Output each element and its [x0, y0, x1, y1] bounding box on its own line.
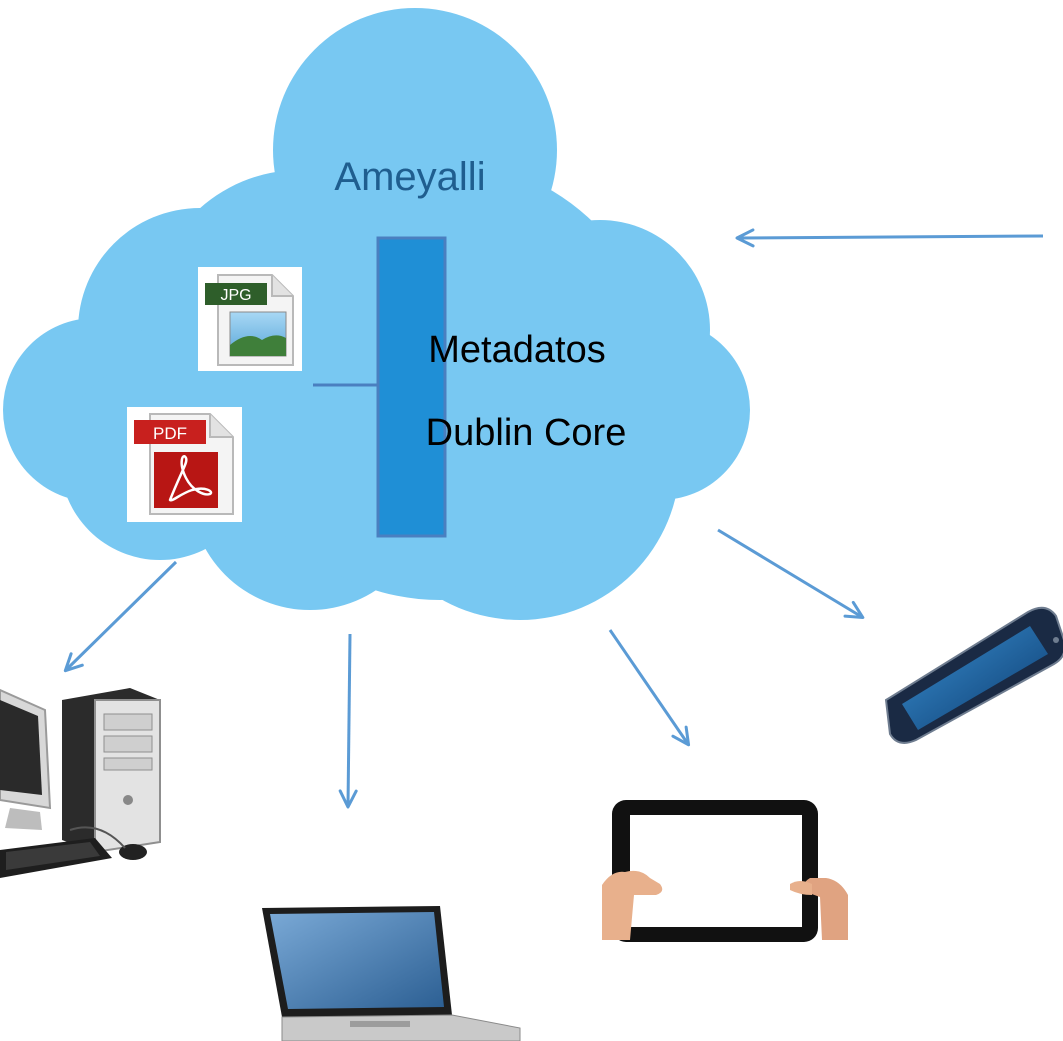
- cloud-title: Ameyalli: [334, 155, 485, 199]
- pdf-badge-label: PDF: [153, 424, 187, 443]
- metadata-box: Metadatos Dublin Core: [376, 236, 627, 538]
- smartphone-icon: [884, 606, 1063, 744]
- metadata-label-line2: Dublin Core: [426, 412, 627, 454]
- pdf-file-icon: PDF: [127, 407, 242, 522]
- metadata-label-line1: Metadatos: [428, 329, 605, 371]
- arrow-to-smartphone: [717, 528, 865, 620]
- arrow-to-laptop: [338, 633, 358, 809]
- input-arrow: [735, 228, 1044, 248]
- laptop-icon: [262, 906, 521, 1041]
- arrows: [63, 228, 1044, 809]
- arrow-to-desktop: [63, 560, 178, 673]
- jpg-badge-label: JPG: [220, 287, 251, 304]
- jpg-file-icon: JPG: [198, 267, 302, 371]
- desktop-computer-icon: [0, 688, 161, 878]
- arrow-to-tablet: [608, 629, 691, 747]
- tablet-icon: [602, 797, 848, 943]
